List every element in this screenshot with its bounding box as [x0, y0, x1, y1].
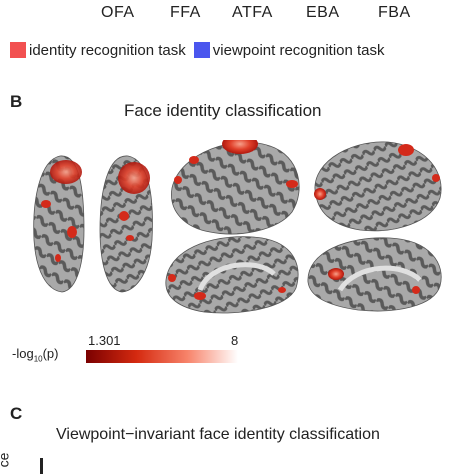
panel-letter-c: C	[10, 404, 23, 423]
legend-swatch-viewpoint	[193, 42, 210, 58]
colorbar-max-label: 8	[231, 333, 239, 348]
colorbar-label-subscript: 10	[33, 354, 43, 364]
task-legend: identity recognition task viewpoint reco…	[10, 40, 393, 60]
roi-label-fba: FBA	[378, 4, 411, 21]
panel-letter-b: B	[10, 92, 23, 111]
roi-label-ofa: OFA	[101, 4, 135, 21]
legend-item-viewpoint: viewpoint recognition task	[193, 41, 385, 59]
brain-medial-right	[307, 237, 442, 312]
roi-label-atfa: ATFA	[232, 4, 273, 21]
panel-c-bar-fragment	[40, 458, 43, 474]
legend-item-identity: identity recognition task	[10, 42, 186, 59]
brain-ventral-left	[33, 155, 85, 293]
brain-lateral-right	[314, 141, 442, 232]
colorbar-gradient	[86, 350, 238, 363]
legend-label-identity: identity recognition task	[29, 41, 186, 59]
brain-surface-figure	[33, 140, 442, 314]
panel-c-title: Viewpoint−invariant face identity classi…	[56, 426, 380, 443]
roi-label-eba: EBA	[306, 4, 340, 21]
colorbar-min-label: 1.301	[88, 333, 121, 348]
brain-lateral-left	[171, 140, 300, 235]
brain-ventral-right	[99, 155, 153, 293]
panel-c-axis-label-fragment: ce	[0, 452, 12, 468]
legend-swatch-identity	[10, 42, 26, 58]
panel-b-title: Face identity classification	[124, 101, 322, 120]
colorbar-label-suffix: (p)	[42, 346, 59, 361]
roi-label-ffa: FFA	[170, 4, 201, 21]
colorbar-label-prefix: -log	[12, 346, 34, 361]
legend-label-viewpoint: viewpoint recognition task	[212, 41, 385, 59]
brain-medial-left	[165, 236, 299, 314]
roi-label-row: OFA FFA ATFA EBA FBA	[0, 4, 474, 28]
colorbar-axis-label: -log10(p)	[12, 346, 58, 364]
